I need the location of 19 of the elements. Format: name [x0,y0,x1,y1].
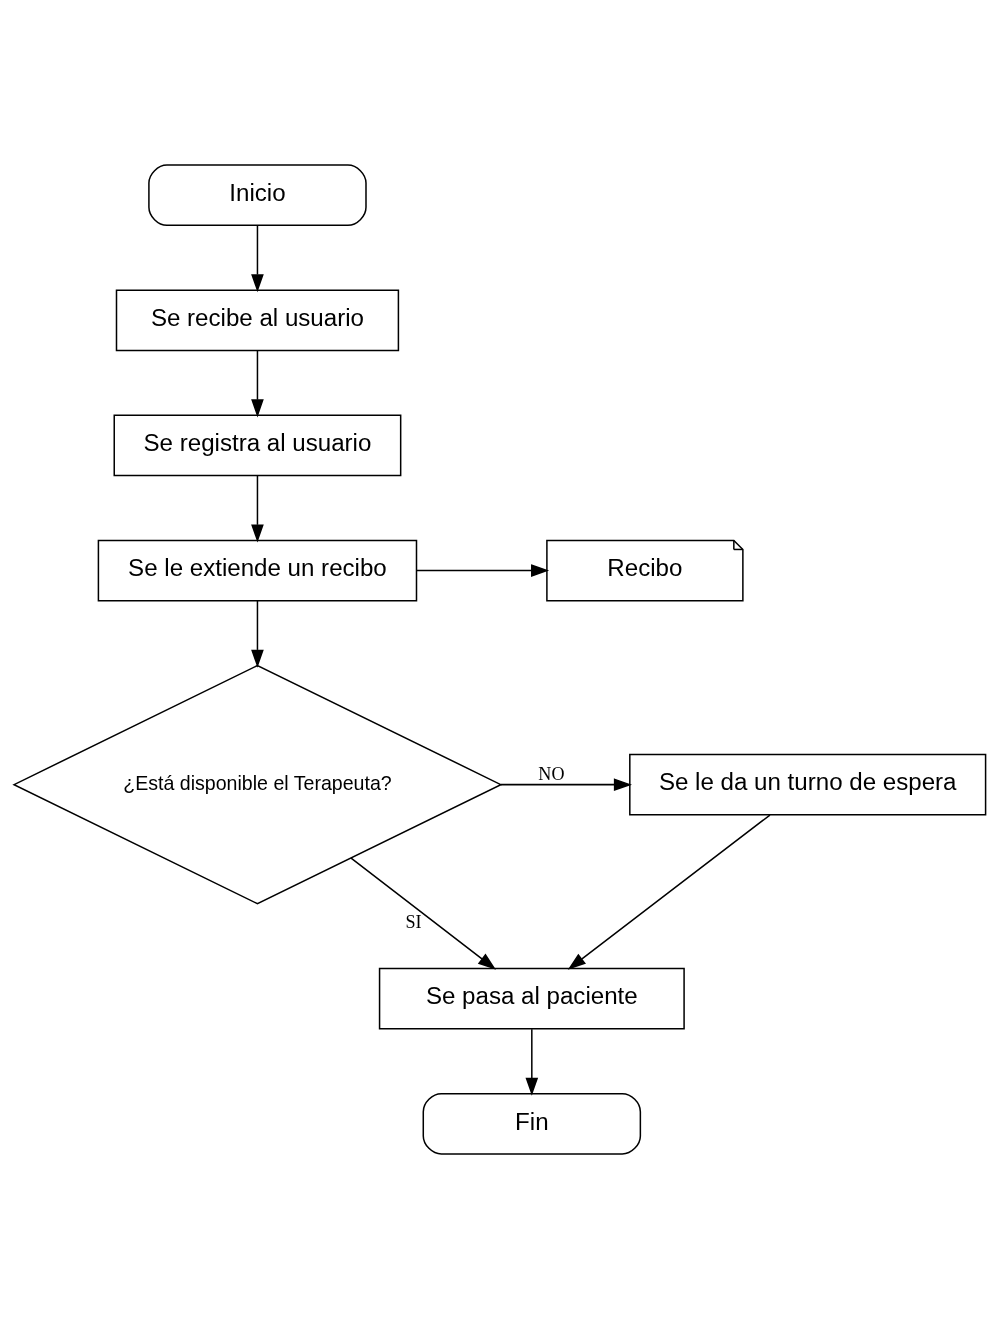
arrow [251,600,264,668]
arrow [567,814,771,970]
edge-label: SI [405,911,422,932]
edge-label: NO [538,763,565,784]
arrow [416,564,550,577]
node-diamond: ¿Está disponible el Terapeuta? [12,664,503,905]
node-box: Se recibe al usuario [115,289,400,352]
arrow [525,1028,539,1096]
node-box: Fin [422,1092,642,1155]
arrow [251,350,264,418]
node-box: Inicio [148,164,367,227]
node-box: Se le extiende un recibo [97,539,418,602]
node-box: Se pasa al paciente [378,967,685,1030]
node-box: Se le da un turno de espera [629,753,987,816]
node-box: Se registra al usuario [113,414,402,477]
arrow [500,778,632,791]
arrow [251,475,264,543]
arrow [251,224,264,293]
arrow [350,857,497,970]
